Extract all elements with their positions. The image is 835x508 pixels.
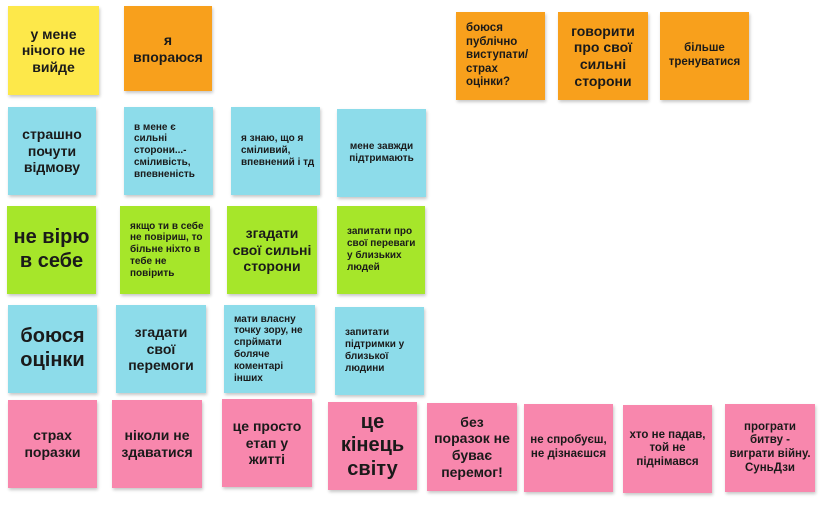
sticky-note: це кінець світу	[328, 402, 417, 490]
note-text: програти битву - виграти війну. СуньДзи	[729, 420, 811, 474]
sticky-note: у мене нічого не вийде	[8, 6, 99, 95]
note-text: запитати про свої переваги у близьких лю…	[347, 226, 416, 273]
note-text: не вірю в себе	[13, 226, 90, 272]
note-text: не спробуєш, не дізнаєшся	[530, 434, 607, 460]
note-text: згадати свої сильні сторони	[232, 225, 312, 275]
note-text: хто не падав, той не піднімався	[629, 428, 706, 468]
note-text: це кінець світу	[340, 410, 405, 480]
sticky-note: це просто етап у житті	[222, 399, 312, 487]
sticky-note: страшно почути відмову	[8, 107, 96, 195]
note-text: страх поразки	[24, 427, 81, 460]
note-text: мати власну точку зору, не спрймати боля…	[234, 313, 303, 384]
note-text: це просто етап у житті	[232, 418, 302, 468]
sticky-note: не вірю в себе	[7, 206, 96, 294]
note-text: більше тренуватися	[668, 42, 741, 68]
note-text: згадати свої перемоги	[128, 324, 194, 374]
note-text: я знаю, що я сміливий, впевнений і тд	[241, 133, 315, 168]
sticky-note: запитати про свої переваги у близьких лю…	[337, 206, 425, 294]
note-text: якщо ти в себе не повіриш, то більне ніх…	[130, 220, 204, 279]
sticky-note: хто не падав, той не піднімався	[623, 405, 712, 493]
sticky-note: говорити про свої сильні сторони	[558, 12, 648, 100]
sticky-note: страх поразки	[8, 400, 97, 488]
sticky-note: боюся оцінки	[8, 305, 97, 393]
note-text: говорити про свої сильні сторони	[571, 22, 635, 89]
sticky-note: я знаю, що я сміливий, впевнений і тд	[231, 107, 320, 195]
note-text: боюся публічно виступати/ страх оцінки?	[466, 22, 529, 89]
note-text: без поразок не буває перемог!	[434, 413, 510, 480]
sticky-note: згадати свої сильні сторони	[227, 206, 317, 294]
sticky-note: запитати підтримки у близької людини	[335, 307, 424, 395]
sticky-note: мене завжди підтримають	[337, 109, 426, 197]
note-text: ніколи не здаватися	[121, 427, 193, 460]
note-text: в мене є сильні сторони...- сміливість, …	[134, 121, 195, 180]
note-text: мене завжди підтримають	[349, 141, 414, 164]
note-text: я впораюся	[133, 31, 203, 65]
sticky-note: мати власну точку зору, не спрймати боля…	[224, 305, 315, 393]
sticky-note: я впораюся	[124, 6, 212, 91]
sticky-note: більше тренуватися	[660, 12, 749, 100]
sticky-note: в мене є сильні сторони...- сміливість, …	[124, 107, 213, 195]
note-text: у мене нічого не вийде	[21, 25, 86, 75]
sticky-note: програти битву - виграти війну. СуньДзи	[725, 404, 815, 492]
sticky-note: без поразок не буває перемог!	[427, 403, 517, 491]
note-text: запитати підтримки у близької людини	[345, 327, 405, 374]
sticky-note: ніколи не здаватися	[112, 400, 202, 488]
note-text: страшно почути відмову	[22, 126, 82, 176]
note-text: боюся оцінки	[20, 325, 85, 371]
sticky-note: не спробуєш, не дізнаєшся	[524, 404, 613, 492]
sticky-note: якщо ти в себе не повіриш, то більне ніх…	[120, 206, 210, 294]
sticky-note: згадати свої перемоги	[116, 305, 206, 393]
sticky-note: боюся публічно виступати/ страх оцінки?	[456, 12, 545, 100]
